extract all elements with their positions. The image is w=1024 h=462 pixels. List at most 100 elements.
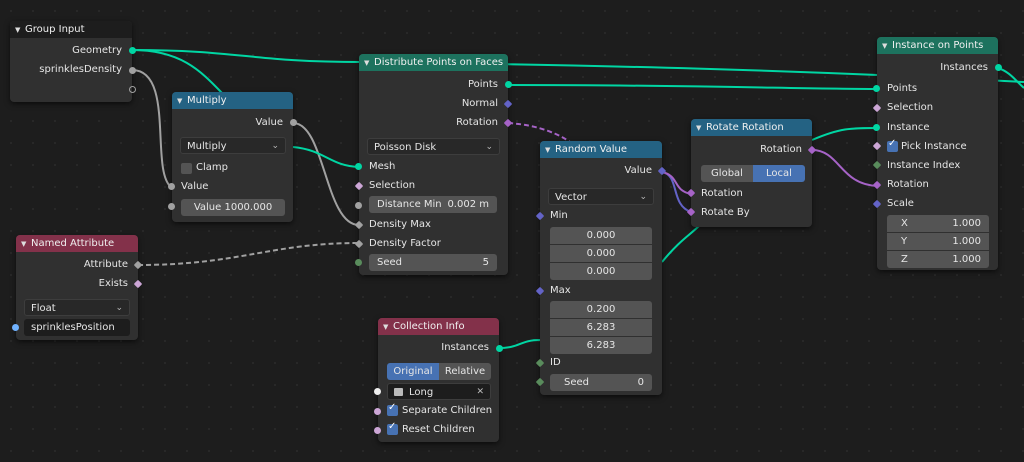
- close-icon[interactable]: ✕: [476, 387, 484, 397]
- empty-socket[interactable]: [129, 86, 136, 93]
- density-factor-socket[interactable]: [354, 239, 364, 249]
- random-seed-socket[interactable]: [535, 377, 545, 387]
- value-input-socket[interactable]: [168, 183, 175, 190]
- rotation-socket[interactable]: [503, 118, 513, 128]
- mesh-socket[interactable]: [355, 163, 362, 170]
- operation-dropdown[interactable]: Multiply⌄: [180, 137, 286, 154]
- min-label: Min: [550, 210, 568, 221]
- separate-children-socket[interactable]: [374, 408, 381, 415]
- distance-min-socket[interactable]: [355, 202, 362, 209]
- collapse-chevron-icon[interactable]: ▼: [364, 59, 370, 67]
- sprinkles-density-socket[interactable]: [129, 67, 136, 74]
- rotate-by-socket[interactable]: [686, 207, 696, 217]
- distribute-points-node[interactable]: ▼Distribute Points on Faces Points Norma…: [354, 54, 513, 275]
- instances-output-socket[interactable]: [995, 64, 1002, 71]
- distribute-method-dropdown[interactable]: Poisson Disk⌄: [367, 138, 500, 155]
- mode-relative-button[interactable]: Relative: [439, 363, 491, 380]
- seed-socket[interactable]: [355, 259, 362, 266]
- random-value-header[interactable]: ▼Random Value: [540, 141, 662, 158]
- space-global-button[interactable]: Global: [701, 165, 753, 182]
- max-x-field[interactable]: 0.200: [550, 301, 652, 318]
- min-x-field[interactable]: 0.000: [550, 227, 652, 244]
- collapse-chevron-icon[interactable]: ▼: [383, 323, 389, 331]
- collapse-chevron-icon[interactable]: ▼: [15, 26, 21, 34]
- min-y-field[interactable]: 0.000: [550, 245, 652, 262]
- group-input-header[interactable]: ▼Group Input: [10, 21, 132, 38]
- density-factor-label: Density Factor: [369, 238, 441, 249]
- random-value-node[interactable]: ▼Random Value Value Vector⌄ Min 0.000 0.…: [535, 141, 667, 395]
- output-rotation: Rotation: [760, 144, 802, 155]
- clamp-checkbox[interactable]: [181, 163, 192, 174]
- random-type-dropdown[interactable]: Vector⌄: [548, 188, 654, 205]
- selection-socket[interactable]: [354, 181, 364, 191]
- collapse-chevron-icon[interactable]: ▼: [21, 240, 27, 248]
- collection-info-header[interactable]: ▼Collection Info: [378, 318, 499, 335]
- reset-children-socket[interactable]: [374, 427, 381, 434]
- output-attribute: Attribute: [83, 259, 128, 270]
- max-y-field[interactable]: 6.283: [550, 319, 652, 336]
- collection-selector[interactable]: Long ✕: [387, 383, 491, 400]
- points-socket[interactable]: [505, 81, 512, 88]
- points-input-socket[interactable]: [873, 85, 880, 92]
- clamp-label: Clamp: [196, 162, 228, 173]
- mode-original-button[interactable]: Original: [387, 363, 439, 380]
- value-field[interactable]: Value 1000.000: [181, 199, 285, 216]
- normal-socket[interactable]: [503, 99, 513, 109]
- named-attribute-node[interactable]: ▼Named Attribute Attribute Exists Float⌄…: [12, 235, 143, 340]
- instances-socket[interactable]: [496, 345, 503, 352]
- instance-index-socket[interactable]: [872, 160, 882, 170]
- space-local-button[interactable]: Local: [753, 165, 805, 182]
- collection-socket[interactable]: [374, 388, 381, 395]
- link-multiply-to-density-max: [292, 122, 360, 226]
- link-geometry-to-mesh: [292, 146, 360, 168]
- data-type-dropdown[interactable]: Float⌄: [24, 299, 130, 316]
- rotate-rotation-header[interactable]: ▼Rotate Rotation: [691, 119, 812, 136]
- collection-info-node[interactable]: ▼Collection Info Instances Original Rela…: [374, 318, 503, 442]
- value-socket[interactable]: [657, 166, 667, 176]
- reset-children-checkbox[interactable]: [387, 421, 398, 435]
- instance-on-points-header[interactable]: ▼Instance on Points: [877, 37, 998, 54]
- rotate-rotation-node[interactable]: ▼Rotate Rotation Rotation Global Local R…: [686, 119, 817, 227]
- geometry-socket[interactable]: [129, 47, 136, 54]
- pick-instance-checkbox[interactable]: [887, 138, 898, 152]
- multiply-node[interactable]: ▼Multiply Value Multiply⌄ Clamp Value Va…: [168, 92, 297, 222]
- attribute-socket[interactable]: [133, 260, 143, 270]
- exists-socket[interactable]: [133, 279, 143, 289]
- distribute-header[interactable]: ▼Distribute Points on Faces: [359, 54, 508, 71]
- rotation-input-socket[interactable]: [872, 180, 882, 190]
- min-z-field[interactable]: 0.000: [550, 263, 652, 280]
- min-socket[interactable]: [535, 211, 545, 221]
- output-instances: Instances: [940, 62, 988, 73]
- density-max-socket[interactable]: [354, 220, 364, 230]
- named-attribute-header[interactable]: ▼Named Attribute: [16, 235, 138, 252]
- selection-input-socket[interactable]: [872, 103, 882, 113]
- instance-on-points-node[interactable]: ▼Instance on Points Instances Points Sel…: [872, 37, 1002, 270]
- max-socket[interactable]: [535, 286, 545, 296]
- rotation-input-socket[interactable]: [686, 188, 696, 198]
- separate-children-checkbox[interactable]: [387, 402, 398, 416]
- multiply-header[interactable]: ▼Multiply: [172, 92, 293, 109]
- chevron-down-icon: ⌄: [639, 192, 647, 202]
- collapse-chevron-icon[interactable]: ▼: [545, 146, 551, 154]
- name-socket[interactable]: [12, 324, 19, 331]
- collapse-chevron-icon[interactable]: ▼: [696, 124, 702, 132]
- instance-input-socket[interactable]: [873, 124, 880, 131]
- scale-x-label: X: [901, 218, 908, 229]
- id-socket[interactable]: [535, 358, 545, 368]
- rotation-output-socket[interactable]: [807, 145, 817, 155]
- max-z-field[interactable]: 6.283: [550, 337, 652, 354]
- collapse-chevron-icon[interactable]: ▼: [177, 97, 183, 105]
- value2-input-socket[interactable]: [168, 203, 175, 210]
- attribute-name-field[interactable]: sprinklesPosition: [24, 319, 130, 336]
- value-output-socket[interactable]: [290, 119, 297, 126]
- pick-instance-socket[interactable]: [872, 141, 882, 151]
- scale-socket[interactable]: [872, 199, 882, 209]
- collapse-chevron-icon[interactable]: ▼: [882, 42, 888, 50]
- group-input-node[interactable]: ▼Group Input Geometry sprinklesDensity: [10, 21, 136, 102]
